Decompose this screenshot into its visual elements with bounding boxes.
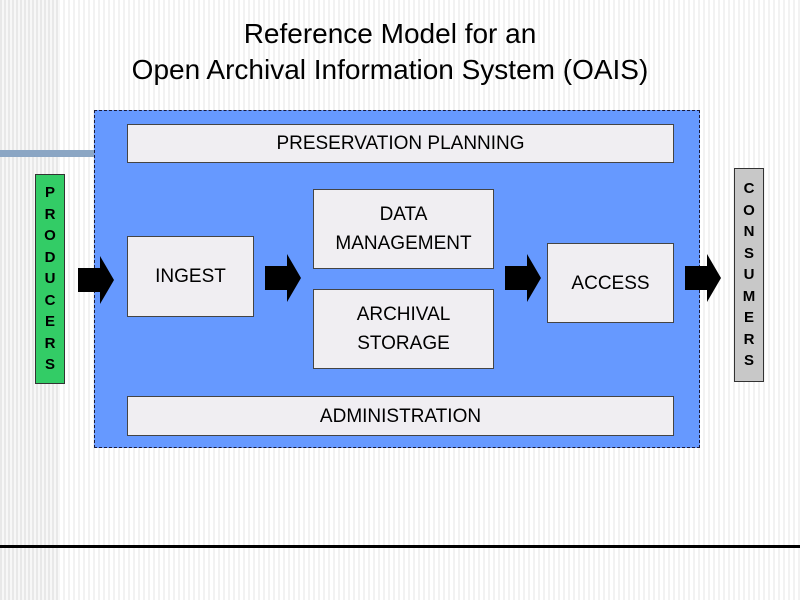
data-management-label-line-1: DATA <box>379 204 428 225</box>
consumers-letter: R <box>743 330 755 348</box>
title-line-1: Reference Model for an <box>243 18 537 49</box>
producers-letter: E <box>44 313 55 331</box>
producers-letter: P <box>44 184 55 202</box>
access-box: ACCESS <box>547 243 674 323</box>
producers-to-ingest-arrow-icon <box>78 256 114 304</box>
producers-bar: P R O D U C E R S <box>35 174 65 384</box>
access-to-consumers-arrow-icon <box>685 254 721 302</box>
slide-title: Reference Model for an Open Archival Inf… <box>0 16 780 88</box>
storage-to-access-arrow-icon <box>505 254 541 302</box>
consumers-letter: S <box>743 244 754 262</box>
preservation-planning-box: PRESERVATION PLANNING <box>127 124 674 163</box>
producers-letter: U <box>44 270 56 288</box>
accent-bar <box>0 150 95 157</box>
ingest-to-storage-arrow-icon <box>265 254 301 302</box>
archival-storage-label-line-1: ARCHIVAL <box>356 304 451 325</box>
archival-storage-box: ARCHIVAL STORAGE <box>313 289 494 369</box>
data-management-box: DATA MANAGEMENT <box>313 189 494 269</box>
producers-letter: S <box>44 356 55 374</box>
producers-letter: R <box>44 334 56 352</box>
title-line-2: Open Archival Information System (OAIS) <box>131 54 649 85</box>
ingest-box: INGEST <box>127 236 254 317</box>
consumers-letter: U <box>743 266 755 284</box>
producers-letter: R <box>44 205 56 223</box>
consumers-letter: N <box>743 223 755 241</box>
preservation-planning-label: PRESERVATION PLANNING <box>276 133 525 154</box>
footer-rule <box>0 545 800 548</box>
producers-letter: O <box>44 227 56 245</box>
consumers-letter: S <box>743 352 754 370</box>
archival-storage-label-line-2: STORAGE <box>357 333 450 354</box>
administration-label: ADMINISTRATION <box>319 405 482 427</box>
consumers-letter: O <box>743 201 755 219</box>
administration-box: ADMINISTRATION <box>127 396 674 436</box>
producers-letter: D <box>44 248 56 266</box>
ingest-label: INGEST <box>155 266 226 287</box>
producers-letter: C <box>44 291 56 309</box>
consumers-letter: C <box>743 180 755 198</box>
consumers-letter: E <box>743 309 754 327</box>
data-management-label-line-2: MANAGEMENT <box>335 233 472 254</box>
consumers-letter: M <box>742 287 756 305</box>
access-label: ACCESS <box>571 272 650 294</box>
consumers-bar: C O N S U M E R S <box>734 168 764 382</box>
